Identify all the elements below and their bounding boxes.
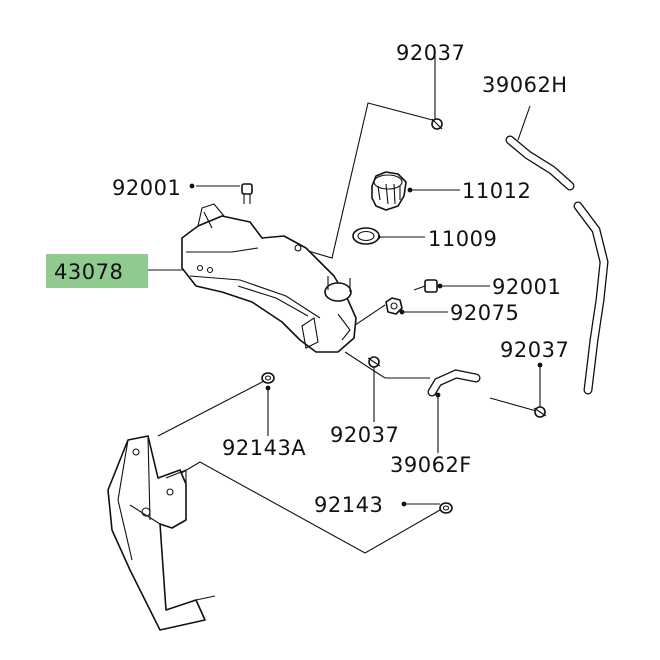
label-reservoir-tank: 43078 [54, 260, 123, 284]
hose-top [505, 135, 609, 395]
label-bolt-top: 92001 [112, 176, 181, 200]
nut [385, 297, 403, 315]
clamp-right [533, 406, 547, 418]
cap [371, 171, 407, 211]
label-clamp-bottom: 92037 [330, 423, 399, 447]
grommet [439, 502, 453, 514]
frame-bracket [107, 435, 216, 631]
label-hose-bottom: 39062F [390, 453, 472, 477]
label-grommet: 92143 [314, 493, 383, 517]
label-gasket: 11009 [428, 227, 497, 251]
clamp-mid [367, 356, 381, 368]
label-cap: 11012 [462, 179, 531, 203]
label-clamp-right: 92037 [500, 338, 569, 362]
label-grommet-a: 92143A [222, 436, 306, 460]
labels: 92037 39062H 92001 11012 11009 43078 920… [46, 41, 569, 517]
label-hose-top: 39062H [482, 73, 568, 97]
label-nut: 92075 [450, 301, 519, 325]
bolt-right [413, 279, 438, 293]
bolt-top [241, 183, 253, 204]
reservoir-tank [181, 203, 357, 353]
label-bolt-right: 92001 [492, 275, 561, 299]
label-clamp-top: 92037 [396, 41, 465, 65]
highlight-box [46, 254, 148, 288]
grommet-a [261, 372, 275, 384]
clamp-top [431, 118, 443, 130]
gasket [352, 227, 380, 245]
hose-bottom [427, 369, 481, 397]
